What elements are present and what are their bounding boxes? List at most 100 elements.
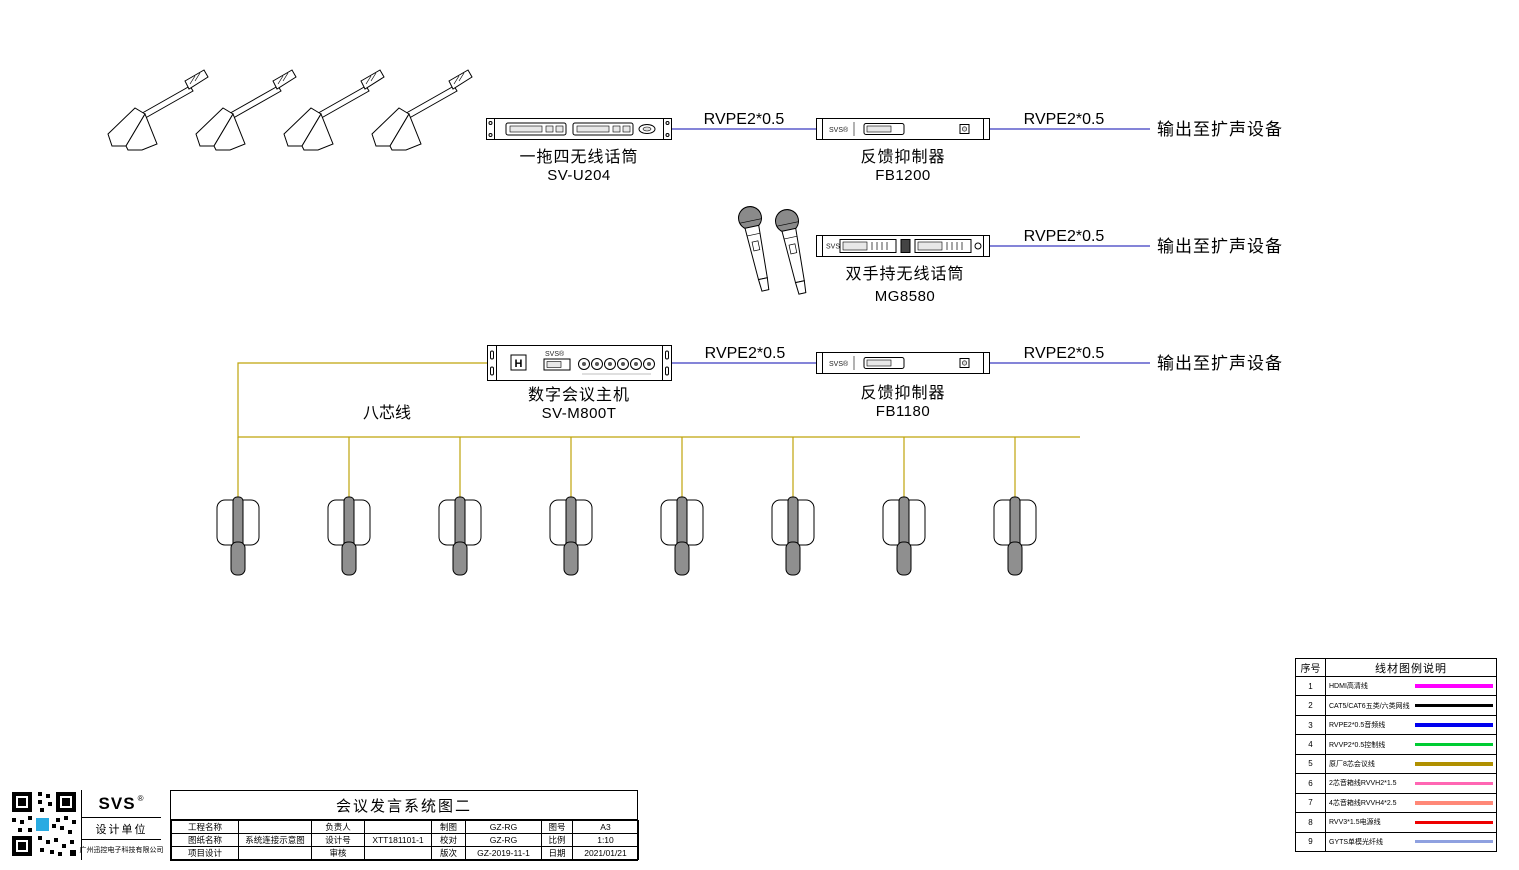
host-knobs (578, 358, 655, 370)
design-unit-label: 设计单位 (82, 818, 161, 840)
wire-color-line (1415, 723, 1493, 727)
label-output-speaker: 输出至扩声设备 (1157, 237, 1283, 256)
legend-row-label: RVV3*1.5电源线 (1329, 819, 1381, 827)
label-eight-core-bus: 八芯线 (363, 404, 411, 422)
wireless-gooseneck-mic-icon (371, 69, 473, 151)
field-label: 版次 (431, 846, 466, 860)
field-label: 比例 (541, 833, 573, 847)
registered-mark: ® (137, 794, 145, 803)
field-value: XTT181101-1 (364, 833, 432, 847)
legend-row-no: 4 (1296, 735, 1326, 754)
wireless-gooseneck-mic-icon (107, 69, 209, 151)
field-value: 系统连接示意图 (238, 833, 312, 847)
qr-code (10, 790, 78, 858)
title-row: 图纸名称 系统连接示意图 设计号 XTT181101-1 校对 GZ-RG 比例… (171, 833, 639, 847)
legend-row: 1 HDMI高清线 (1296, 677, 1496, 697)
svs-logo: SVS® (82, 790, 161, 818)
field-label: 日期 (541, 846, 573, 860)
wire-color-line (1415, 820, 1493, 825)
legend-swatch (1412, 813, 1496, 831)
legend-row-label: CAT5/CAT6五类/六类网线 (1329, 702, 1410, 710)
wireless-gooseneck-mic-icon (195, 69, 297, 151)
wire-color-line (1415, 762, 1493, 766)
legend-swatch (1412, 735, 1496, 753)
wire-color-line (1415, 742, 1493, 747)
legend-row: 9 GYTS单模光纤线 (1296, 832, 1496, 851)
title-fields-table: 工程名称 负责人 制图 GZ-RG 图号 A3 图纸名称 系统连接示意图 设计号… (171, 820, 639, 860)
field-value: A3 (572, 820, 639, 834)
legend-swatch (1412, 833, 1496, 851)
device-fb1200: SVS® (816, 118, 990, 140)
conference-unit-icon (549, 496, 593, 576)
field-value: GZ-RG (465, 833, 542, 847)
handheld-mic-icon (735, 203, 778, 294)
label-mg8580-model: MG8580 (875, 288, 936, 305)
legend-row: 2 CAT5/CAT6五类/六类网线 (1296, 696, 1496, 716)
label-mg8580-name: 双手持无线话筒 (845, 265, 964, 283)
legend-header-no: 序号 (1296, 659, 1326, 676)
legend-swatch (1412, 774, 1496, 792)
legend-row-label: 2芯音箱线RVVH2*1.5 (1329, 780, 1397, 788)
conference-unit-icon (438, 496, 482, 576)
device-brand-text: SVS® (545, 350, 565, 358)
title-row: 项目设计 审核 版次 GZ-2019-11-1 日期 2021/01/21 (171, 846, 639, 860)
legend-row-label: HDMI高清线 (1329, 683, 1368, 691)
device-logo-h: H (515, 358, 523, 370)
legend-row-no: 1 (1296, 677, 1326, 696)
label-cable-rvpe: RVPE2*0.5 (1024, 228, 1105, 245)
field-label: 校对 (431, 833, 466, 847)
legend-swatch (1412, 696, 1496, 714)
label-svu204-model: SV-U204 (547, 167, 611, 184)
drawing-title: 会议发言系统图二 (171, 791, 637, 820)
title-row: 工程名称 负责人 制图 GZ-RG 图号 A3 (171, 820, 639, 834)
field-label: 工程名称 (171, 820, 239, 834)
device-svm800t: H SVS® (487, 345, 672, 381)
legend-row-label: RVPE2*0.5音频线 (1329, 722, 1386, 730)
field-label: 制图 (431, 820, 466, 834)
handheld-mic-icon (772, 206, 815, 297)
label-output-speaker: 输出至扩声设备 (1157, 120, 1283, 139)
title-block: 会议发言系统图二 工程名称 负责人 制图 GZ-RG 图号 A3 图纸名称 系统… (170, 790, 639, 861)
wire-legend-table: 序号 线材图例说明 1 HDMI高清线 2 CAT5/CAT6五类/六类网线 3… (1295, 658, 1497, 852)
field-value (238, 820, 312, 834)
device-brand-text: SVS (826, 244, 840, 251)
conference-unit-icon (660, 496, 704, 576)
label-fb1180-name: 反馈抑制器 (860, 384, 945, 402)
legend-row-label: 4芯音箱线RVVH4*2.5 (1329, 799, 1397, 807)
device-brand-text: SVS® (829, 360, 849, 368)
field-label: 设计号 (311, 833, 365, 847)
field-value (238, 846, 312, 860)
wire-color-line (1415, 703, 1493, 708)
legend-header-label: 线材图例说明 (1375, 662, 1447, 675)
legend-row-no: 2 (1296, 696, 1326, 715)
label-fb1180-model: FB1180 (876, 403, 930, 420)
label-fb1200-name: 反馈抑制器 (860, 148, 945, 166)
device-mg8580: SVS (816, 235, 990, 257)
conference-unit-icon (993, 496, 1037, 576)
conference-unit-icon (327, 496, 371, 576)
audio-cable-lines (672, 128, 1150, 364)
label-cable-rvpe: RVPE2*0.5 (1024, 111, 1105, 128)
legend-row-no: 6 (1296, 774, 1326, 793)
conference-bus-lines (237, 362, 1080, 497)
legend-row-no: 5 (1296, 754, 1326, 774)
svs-logo-text: SVS (98, 793, 136, 813)
device-svu204 (486, 118, 672, 140)
legend-swatch (1412, 794, 1496, 812)
conference-unit-icon (216, 496, 260, 576)
legend-row-label: 原厂8芯会议线 (1329, 760, 1375, 768)
legend-row: 4 RVVP2*0.5控制线 (1296, 735, 1496, 755)
label-cable-rvpe: RVPE2*0.5 (704, 111, 785, 128)
field-label: 图纸名称 (171, 833, 239, 847)
label-cable-rvpe: RVPE2*0.5 (1024, 345, 1105, 362)
label-svm800t-name: 数字会议主机 (528, 386, 630, 404)
field-label: 项目设计 (171, 846, 239, 860)
device-brand-text: SVS® (829, 126, 849, 134)
label-output-speaker: 输出至扩声设备 (1157, 354, 1283, 373)
bus-trunk (237, 362, 1080, 438)
legend-row: 3 RVPE2*0.5音频线 (1296, 715, 1496, 736)
conference-unit-icon (882, 496, 926, 576)
legend-swatch (1412, 716, 1496, 734)
legend-row-no: 8 (1296, 813, 1326, 832)
design-unit-block: SVS® 设计单位 广州迅控电子科技有限公司 (10, 790, 164, 860)
